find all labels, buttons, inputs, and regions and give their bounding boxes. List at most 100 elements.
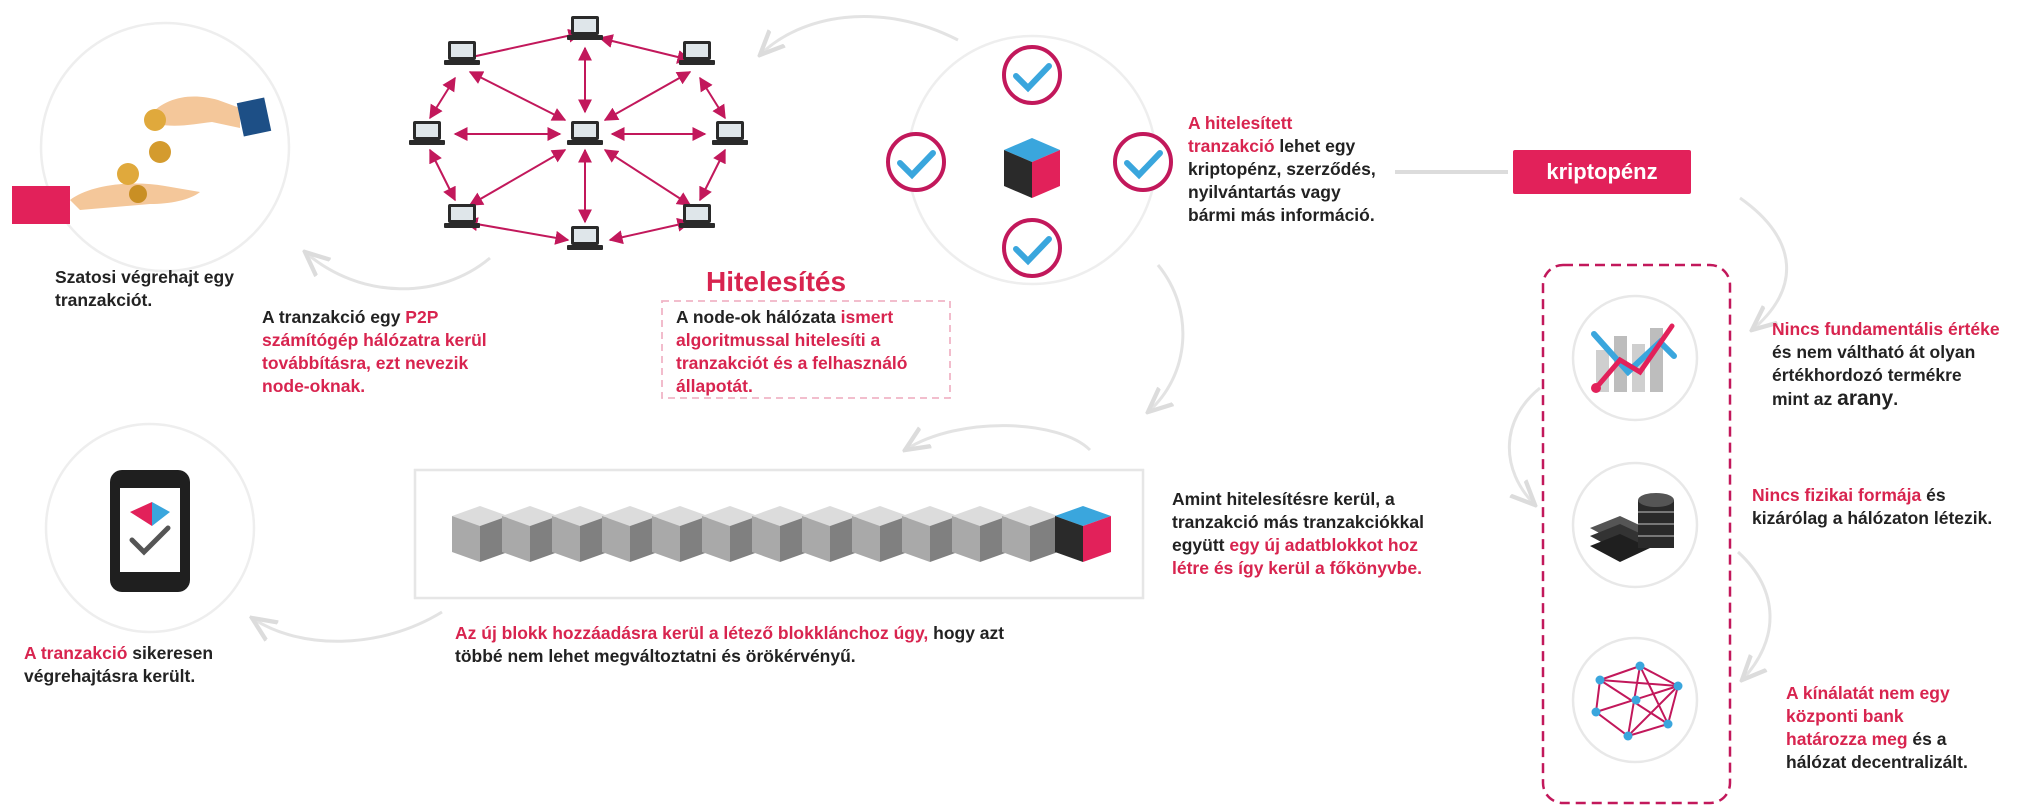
step7-line: végrehajtásra került. <box>24 666 196 686</box>
step2-highlight: számítógép hálózatra kerül <box>262 330 487 350</box>
blockchain-block-icon <box>552 506 608 562</box>
coin-hand-group <box>12 21 291 273</box>
step2-highlight: P2P <box>405 307 439 327</box>
validation-group <box>886 34 1173 286</box>
blockchain-block-icon <box>1002 506 1058 562</box>
blockchain-block-icon <box>702 506 758 562</box>
checkmark-icon <box>1113 132 1173 192</box>
blockchain-blocks <box>452 506 1111 562</box>
step4-text: A hitelesített tranzakció lehet egy krip… <box>1188 112 1376 227</box>
step3-highlight: ismert <box>840 307 894 327</box>
step3-highlight: tranzakciót és a felhasználó <box>676 353 908 373</box>
no-fundamental-value-group <box>1571 294 1699 422</box>
feature2-line: és <box>1921 485 1946 505</box>
feature1-highlight: Nincs fundamentális értéke <box>1772 319 2000 339</box>
coin-icon <box>129 185 147 203</box>
flow-arrow <box>252 610 443 643</box>
step4-highlight: A hitelesített <box>1188 113 1293 133</box>
flow-arrow <box>1736 550 1772 680</box>
step3-line: A node-ok hálózata <box>676 307 841 327</box>
feature1-line: értékhordozó termékre <box>1772 365 1962 385</box>
smartphone-group <box>44 422 256 634</box>
step4-line: kriptopénz, szerződés, <box>1188 159 1376 179</box>
feature3-highlight: központi bank <box>1786 706 1904 726</box>
step2-line: A tranzakció egy <box>262 307 406 327</box>
sleeve-icon <box>12 186 70 224</box>
feature3-highlight: határozza meg <box>1786 729 1908 749</box>
feature1-gold: arany <box>1837 387 1894 410</box>
coin-stack-icon <box>1590 493 1674 562</box>
step4-line: lehet egy <box>1274 136 1356 156</box>
step7-text: A tranzakció sikeresen végrehajtásra ker… <box>24 642 213 688</box>
kriptopenz-badge: kriptopénz <box>1513 150 1691 194</box>
step6-line: hogy azt <box>928 623 1005 643</box>
cube-icon <box>1004 138 1060 198</box>
feature1-line: . <box>1893 389 1899 409</box>
feature1-line: mint az <box>1772 389 1838 409</box>
step6-line: többé nem lehet megváltoztatni és örökér… <box>455 646 856 666</box>
coin-icon <box>117 163 139 185</box>
feature3-line: hálózat decentralizált. <box>1786 752 1968 772</box>
checkmark-icon <box>886 132 946 192</box>
step4-line: bármi más információ. <box>1188 205 1375 225</box>
blockchain-block-icon <box>652 506 708 562</box>
checkmark-icon <box>1002 45 1062 105</box>
p2p-network-group <box>429 28 726 245</box>
step2-highlight: node-oknak. <box>262 376 366 396</box>
top-hand-icon <box>150 96 240 128</box>
step5-highlight: egy új adatblokkot hoz <box>1229 535 1419 555</box>
step5-line: együtt <box>1172 535 1230 555</box>
network-icon <box>1591 661 1683 741</box>
step7-line: sikeresen <box>127 643 214 663</box>
coin-icon <box>149 141 171 163</box>
step1-line: tranzakciót. <box>55 290 153 310</box>
step5-line: Amint hitelesítésre kerül, a <box>1172 489 1395 509</box>
flow-arrow <box>1507 386 1541 505</box>
new-block-icon <box>1055 506 1111 562</box>
step5-text: Amint hitelesítésre kerül, a tranzakció … <box>1172 488 1424 580</box>
feature3-highlight: A kínálatát nem egy <box>1786 683 1950 703</box>
feature1-text: Nincs fundamentális értéke és nem váltha… <box>1772 318 2000 411</box>
blockchain-block-icon <box>502 506 558 562</box>
coin-icon <box>144 109 166 131</box>
feature3-text: A kínálatát nem egy központi bank határo… <box>1786 682 1968 774</box>
feature2-highlight: Nincs fizikai formája <box>1752 485 1922 505</box>
step3-highlight: állapotát. <box>676 376 753 396</box>
smartphone-icon <box>110 470 190 592</box>
step5-line: tranzakció más tranzakciókkal <box>1172 512 1424 532</box>
blockchain-block-icon <box>952 506 1008 562</box>
feature3-line: és a <box>1907 729 1947 749</box>
blockchain-block-icon <box>452 506 508 562</box>
feature2-text: Nincs fizikai formája és kizárólag a hál… <box>1752 484 1992 530</box>
decentralized-group <box>1571 636 1699 764</box>
blockchain-block-icon <box>752 506 808 562</box>
flow-arrow <box>1739 196 1788 330</box>
step1-line: Szatosi végrehajt egy <box>55 267 234 287</box>
step6-highlight: Az új blokk hozzáadásra kerül a létező b… <box>455 623 929 643</box>
flow-arrow <box>760 15 959 55</box>
blockchain-block-icon <box>602 506 658 562</box>
step4-highlight: tranzakció <box>1188 136 1275 156</box>
checkmark-icon <box>1002 218 1062 278</box>
no-physical-form-group <box>1571 461 1699 589</box>
feature2-line: kizárólag a hálózaton létezik. <box>1752 508 1993 528</box>
step6-text: Az új blokk hozzáadásra kerül a létező b… <box>455 622 1004 668</box>
step2-text: A tranzakció egy P2P számítógép hálózatr… <box>262 306 487 398</box>
blockchain-block-icon <box>802 506 858 562</box>
step3-text: A node-ok hálózata ismert algoritmussal … <box>676 306 907 398</box>
feature1-line: és nem váltható át olyan <box>1772 342 1976 362</box>
chart-icon <box>1591 323 1677 393</box>
flow-arrow <box>305 252 491 291</box>
blockchain-block-icon <box>902 506 958 562</box>
step4-line: nyilvántartás vagy <box>1188 182 1341 202</box>
blockchain-block-icon <box>852 506 908 562</box>
flow-arrow <box>905 424 1092 450</box>
step1-text: Szatosi végrehajt egy tranzakciót. <box>55 266 234 312</box>
flow-arrow <box>1148 264 1185 412</box>
features-dashed-box <box>1541 263 1732 805</box>
step2-highlight: továbbításra, ezt nevezik <box>262 353 469 373</box>
step5-highlight: létre és így kerül a főkönyvbe. <box>1172 558 1422 578</box>
step3-highlight: algoritmussal hitelesíti a <box>676 330 881 350</box>
step7-highlight: A tranzakció <box>24 643 128 663</box>
